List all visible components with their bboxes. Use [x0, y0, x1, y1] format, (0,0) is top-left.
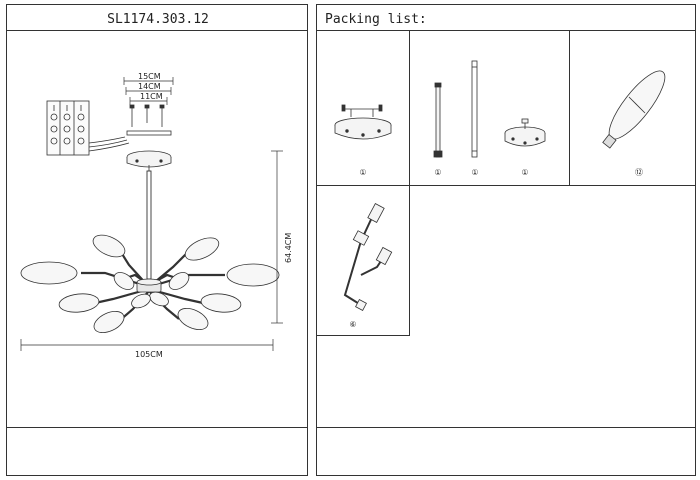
width-dimension-line — [20, 339, 274, 351]
glass-shade-part-icon — [602, 70, 666, 149]
packing-row-divider — [317, 185, 695, 186]
header-divider — [7, 30, 307, 31]
double-arm-count: ⑥ — [349, 320, 356, 329]
ceiling-canopy-part-icon — [334, 104, 392, 140]
canopy-outer-diameter-label: 15CM — [138, 72, 161, 81]
glass-shades — [20, 234, 280, 333]
ceiling-canopy-drawing — [126, 150, 172, 171]
glass-shade-count: ⑫ — [635, 168, 643, 177]
central-cap-count: ① — [521, 168, 528, 177]
chandelier-drawing: 15CM 14CM 11CM — [20, 72, 293, 359]
terminal-block-icon — [46, 100, 130, 156]
threaded-rod-count: ① — [434, 168, 441, 177]
packing-header-divider — [317, 30, 695, 31]
packing-list-panel: Packing list: ① ① ① — [316, 4, 696, 476]
canopy-dimension-lines — [123, 77, 174, 105]
cell-bottom-divider — [317, 335, 409, 336]
packing-footer-divider — [317, 427, 695, 428]
extension-rod-count: ① — [471, 168, 478, 177]
mounting-screws-icon — [126, 104, 172, 136]
height-dimension-label: 64.4CM — [284, 233, 293, 263]
central-cap-part-icon — [504, 118, 546, 147]
canopy-mid-diameter-label: 14CM — [138, 82, 161, 91]
down-rod — [146, 170, 152, 280]
threaded-rod-part-icon — [433, 82, 443, 158]
double-arm-part-icon — [343, 203, 393, 311]
width-dimension-label: 105CM — [135, 350, 163, 359]
ceiling-canopy-count: ① — [359, 168, 366, 177]
product-drawing-panel: SL1174.303.12 15CM 14CM 11CM — [6, 4, 308, 476]
height-dimension-line — [271, 150, 283, 324]
footer-divider — [7, 427, 307, 428]
cell-divider-2 — [569, 30, 570, 185]
packing-parts-drawing: ① ① ① ① ⑫ — [334, 60, 666, 329]
chandelier-body — [81, 248, 225, 322]
model-code: SL1174.303.12 — [107, 12, 209, 27]
packing-list-title: Packing list: — [325, 12, 427, 27]
canopy-inner-diameter-label: 11CM — [140, 92, 163, 101]
extension-rod-part-icon — [471, 60, 478, 158]
cell-divider-1 — [409, 30, 410, 336]
